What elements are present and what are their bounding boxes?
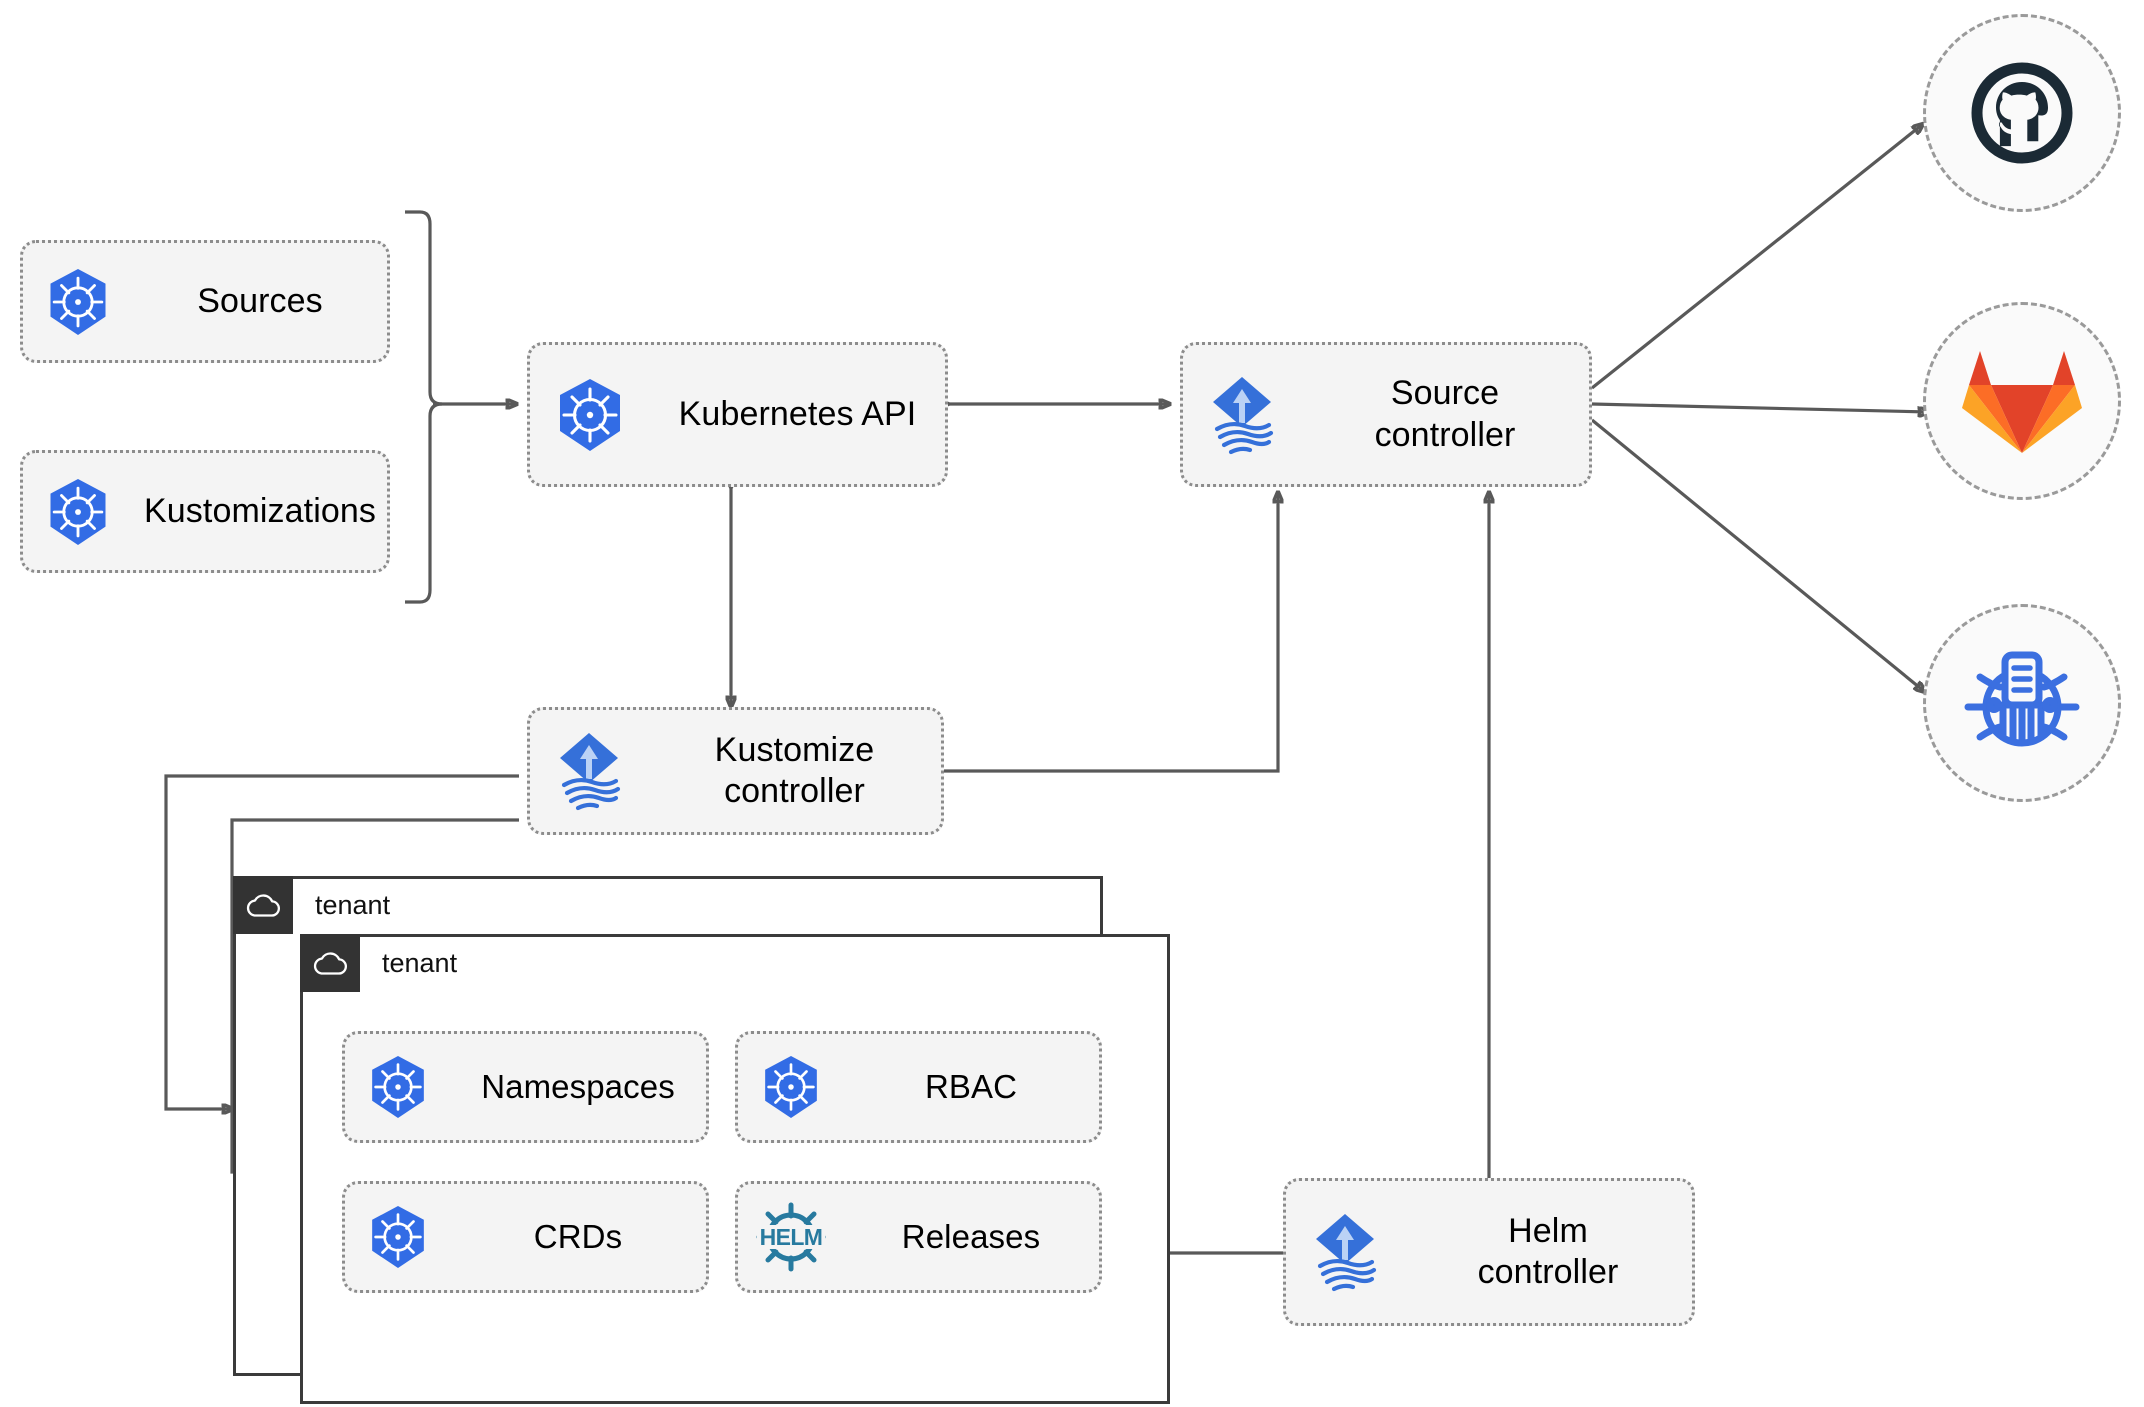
node-kustomizations[interactable]: Kustomizations (20, 450, 390, 573)
wire-source-to-gitlab-provider (1591, 402, 1929, 412)
github-icon (1971, 62, 2073, 164)
provider-gitlab[interactable] (1923, 302, 2121, 500)
kubernetes-icon (738, 1054, 843, 1120)
tenant-titlebar: tenant (233, 876, 390, 934)
kubernetes-icon (23, 477, 133, 547)
kubernetes-icon (345, 1204, 450, 1270)
tenant-label: tenant (315, 890, 391, 920)
node-label: Namespaces (481, 1067, 675, 1105)
gitlab-icon (1962, 351, 2082, 453)
node-label: CRDs (533, 1217, 623, 1255)
cloud-icon (300, 934, 360, 992)
node-label: Kubernetes API (678, 394, 917, 433)
input-group-bracket (405, 210, 443, 604)
node-label: Sources (197, 281, 323, 320)
helm-repository-icon (1964, 651, 2080, 747)
wire-kustomize-to-source (944, 492, 1278, 773)
node-kustomize-controller[interactable]: Kustomize controller (527, 707, 944, 835)
tenant-window-inner[interactable]: tenant (300, 934, 1170, 1404)
wire-source-to-helmrepo-provider (1590, 418, 1925, 692)
kubernetes-icon (345, 1054, 450, 1120)
wire-source-to-github-provider (1591, 124, 1923, 390)
flux-icon (1183, 373, 1301, 457)
node-kubernetes-api[interactable]: Kubernetes API (527, 342, 948, 487)
kubernetes-icon (23, 267, 133, 337)
node-label: Kustomizations (144, 491, 376, 530)
node-label: RBAC (924, 1067, 1018, 1105)
flux-icon (530, 729, 648, 813)
provider-github[interactable] (1923, 14, 2121, 212)
node-label: Source controller (1374, 374, 1516, 454)
provider-helm-repository[interactable] (1923, 604, 2121, 802)
flux-icon (1286, 1210, 1404, 1294)
node-label: Kustomize controller (714, 730, 875, 810)
kubernetes-icon (530, 377, 650, 453)
node-label: Releases (901, 1217, 1041, 1255)
cloud-icon (233, 876, 293, 934)
svg-text:HELM: HELM (759, 1224, 822, 1250)
node-rbac[interactable]: RBAC (735, 1031, 1102, 1143)
tenant-label: tenant (382, 948, 458, 978)
node-source-controller[interactable]: Source controller (1180, 342, 1592, 487)
node-helm-controller[interactable]: Helm controller (1283, 1178, 1695, 1326)
tenant-titlebar: tenant (300, 934, 457, 992)
node-label: Helm controller (1477, 1211, 1619, 1291)
node-namespaces[interactable]: Namespaces (342, 1031, 709, 1143)
node-releases[interactable]: HELM Releases (735, 1181, 1102, 1293)
helm-icon: HELM (738, 1201, 843, 1273)
node-crds[interactable]: CRDs (342, 1181, 709, 1293)
node-sources[interactable]: Sources (20, 240, 390, 363)
